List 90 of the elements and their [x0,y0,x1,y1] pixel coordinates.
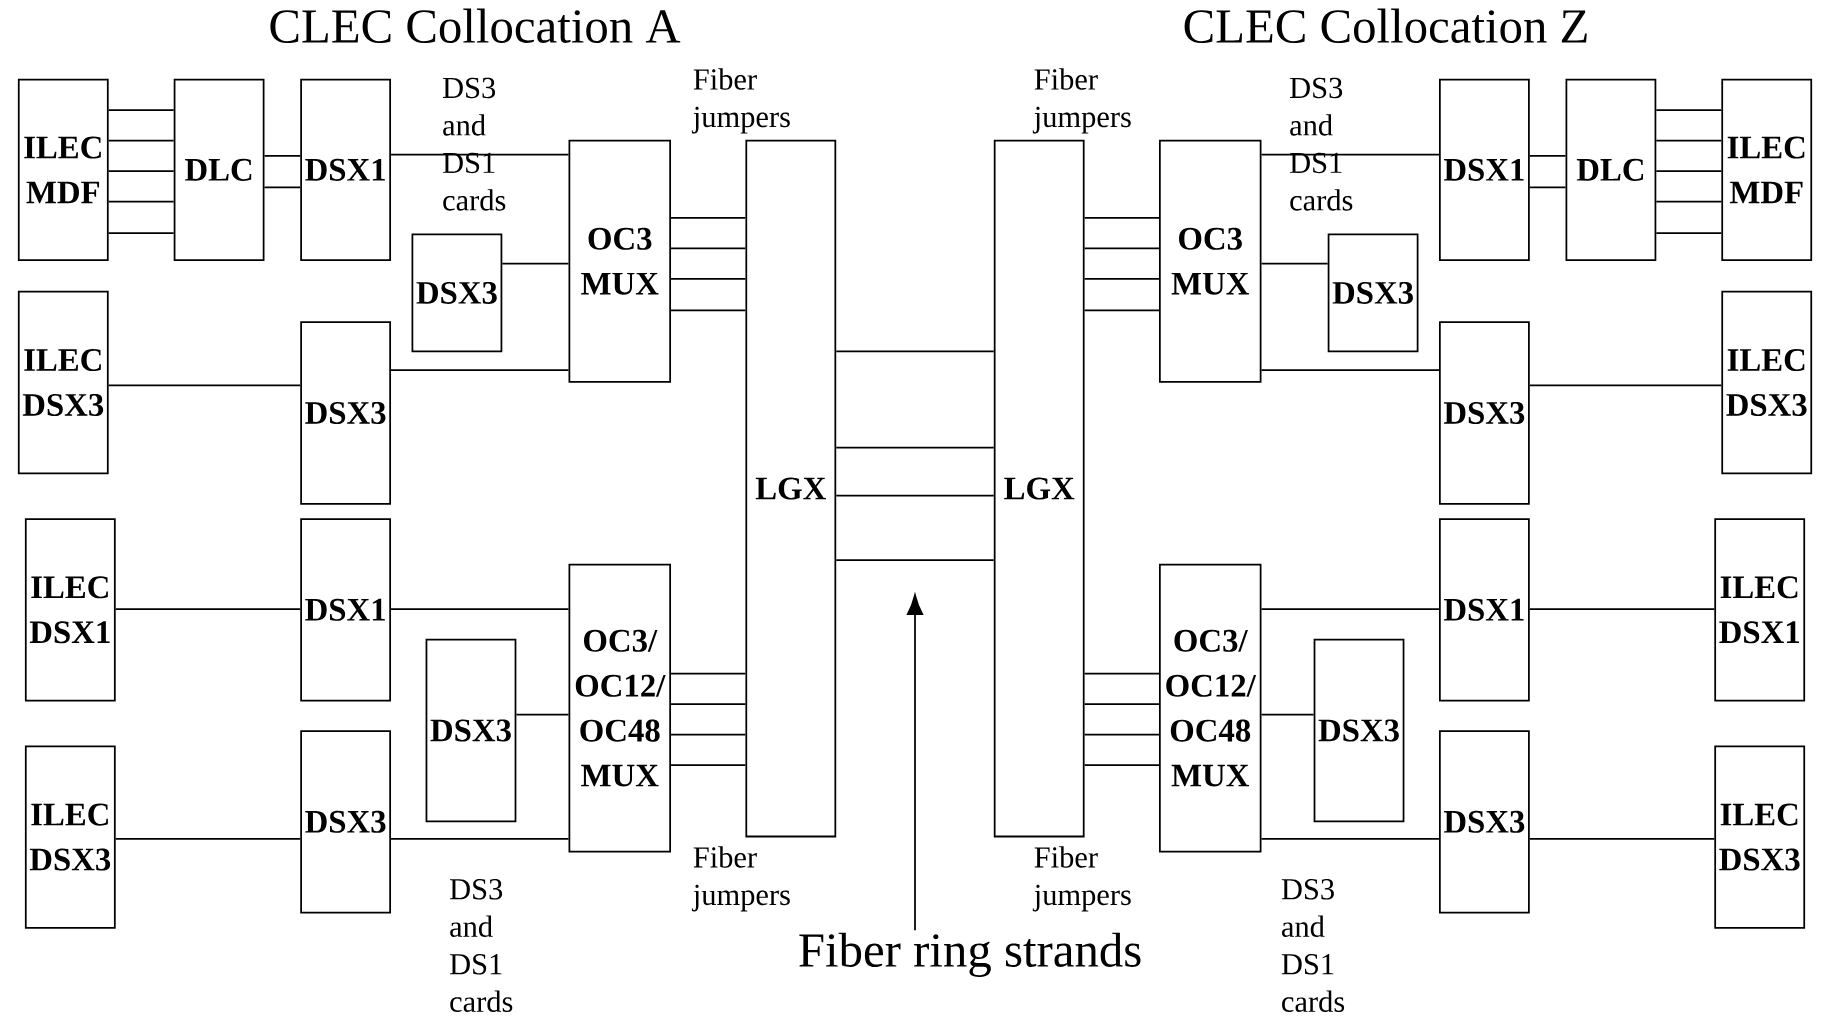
connection-line [1528,154,1567,157]
equipment-box: ILEC DSX1 [1714,517,1806,702]
equipment-box: DLC [1565,78,1657,261]
connection-line [1655,109,1723,111]
equipment-box: DSX3 [425,638,517,822]
section-title: CLEC Collocation Z [1184,8,1587,43]
connection-line [670,216,747,219]
connection-line [670,672,747,675]
connection-line [1260,153,1440,156]
connection-line [114,608,302,610]
connection-line [107,200,175,203]
connection-line [1083,763,1160,766]
connection-line [835,558,995,561]
equipment-box: ILEC DSX3 [1714,745,1806,929]
connection-line [390,153,570,156]
note-text: Fiber jumpers [1032,68,1131,134]
equipment-box: OC3/ OC12/ OC48 MUX [1158,563,1262,853]
connection-line [1528,837,1716,840]
connection-line [670,277,747,280]
equipment-box: DSX3 [1327,233,1419,353]
equipment-box: OC3 MUX [1158,139,1262,383]
arrow [906,594,924,931]
equipment-box: DSX3 [411,233,503,353]
connection-line [1260,262,1329,265]
note-text: DS3 and DS1 cards [450,878,513,1012]
connection-line [107,139,175,142]
connection-line [1083,216,1160,219]
equipment-box: DSX3 [300,729,391,914]
section-title: CLEC Collocation A [270,8,681,43]
note-text: Fiber jumpers [1032,846,1131,912]
connection-line [1083,703,1160,705]
connection-line [1260,837,1440,840]
connection-line [835,350,995,353]
connection-line [1528,186,1567,189]
connection-line [107,169,175,172]
equipment-box: ILEC DSX3 [24,745,116,929]
connection-line [1260,713,1315,716]
connection-line [107,109,175,111]
connection-line [390,608,570,610]
connection-line [835,494,995,497]
connection-line [390,837,570,840]
connection-line [670,763,747,766]
connection-line [263,154,302,157]
note-text: DS3 and DS1 cards [1281,878,1345,1012]
connection-line [501,262,570,265]
connection-line [1655,139,1723,142]
equipment-box: DSX3 [1439,729,1530,914]
connection-line [263,186,302,189]
connection-line [835,446,995,449]
connection-line [1528,384,1723,387]
equipment-box: DSX3 [1439,321,1530,505]
equipment-box: ILEC DSX3 [1721,290,1813,474]
connection-line [114,837,302,840]
annotation-text: Fiber ring strands [799,932,1141,977]
connection-line [1655,200,1723,203]
connection-line [1655,169,1723,172]
equipment-box: LGX [745,139,837,838]
connection-line [670,733,747,736]
equipment-box: LGX [993,139,1085,838]
connection-line [1083,277,1160,280]
connection-line [107,384,302,387]
connection-line [1083,733,1160,736]
connection-line [390,369,570,371]
equipment-box: ILEC MDF [1721,78,1813,261]
connection-line [107,232,175,234]
connection-line [1083,309,1160,312]
connection-line [670,247,747,250]
equipment-box: ILEC MDF [17,78,109,261]
connection-line [1260,369,1440,371]
equipment-box: DSX3 [1313,638,1405,822]
equipment-box: DSX3 [300,321,391,505]
connection-line [1083,672,1160,675]
equipment-box: OC3 MUX [568,139,671,383]
note-text: Fiber jumpers [691,68,790,134]
equipment-box: DSX1 [300,517,391,702]
connection-line [670,703,747,705]
connection-line [1260,608,1440,610]
connection-line [515,713,570,716]
note-text: Fiber jumpers [691,846,790,912]
connection-line [1528,608,1716,610]
equipment-box: DSX1 [300,78,391,261]
equipment-box: OC3/ OC12/ OC48 MUX [568,563,671,853]
connection-line [670,309,747,312]
connection-line [1083,247,1160,250]
equipment-box: ILEC DSX1 [24,517,116,702]
equipment-box: DSX1 [1439,78,1530,261]
equipment-box: DLC [173,78,265,261]
equipment-box: ILEC DSX3 [17,290,109,474]
connection-line [1655,232,1723,234]
equipment-box: DSX1 [1439,517,1530,702]
